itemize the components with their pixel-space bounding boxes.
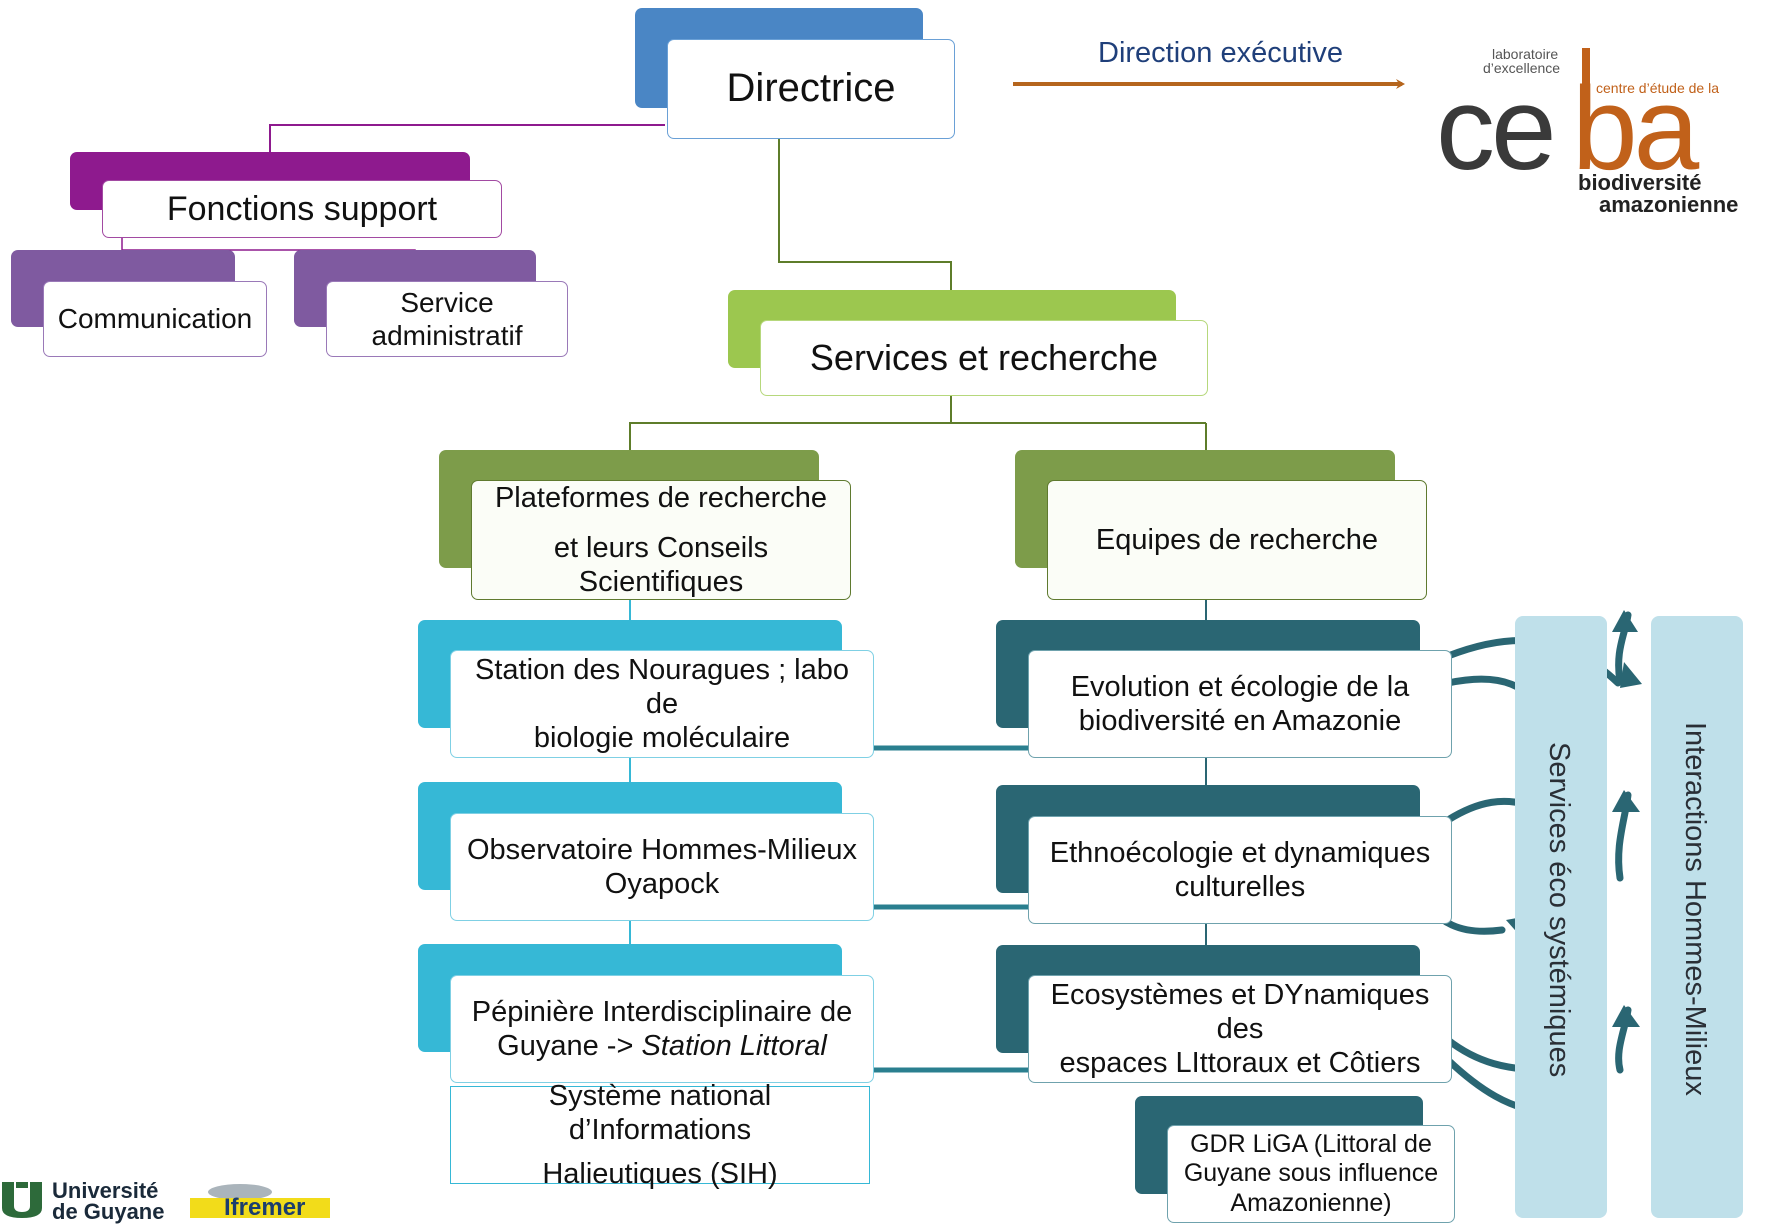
ifremer-bar — [190, 1198, 330, 1218]
human-environment-bar — [1651, 616, 1743, 1218]
ecosystem-services-label: Services éco systémiques — [1543, 742, 1575, 1078]
platform-item-line1: Observatoire Hommes-Milieux — [467, 833, 857, 866]
team-item-line2: culturelles — [1174, 871, 1306, 903]
ceba-subtitle: centre d’étude de la — [1596, 80, 1719, 96]
team-item-line1: Ethnoécologie et dynamiques — [1049, 836, 1431, 869]
platform-item-line2: biologie moléculaire — [533, 722, 791, 755]
platforms-label: Plateformes de recherche et leurs Consei… — [471, 480, 851, 600]
team-item-line1: Ecosystèmes et DYnamiques des — [1050, 978, 1430, 1045]
teams-label: Equipes de recherche — [1047, 480, 1427, 600]
sih-line1: Système national d’Informations — [548, 1079, 772, 1146]
ceba-line1: biodiversité — [1578, 170, 1702, 195]
communication-label: Communication — [43, 281, 267, 357]
gdr-line3: Amazonienne) — [1230, 1188, 1392, 1217]
ceba-tag-line2: d’excellence — [1483, 60, 1561, 76]
team-item-line1: Evolution et écologie de la — [1070, 670, 1410, 703]
platforms-title-line1: Plateformes de recherche — [494, 481, 828, 514]
universite-mark-icon — [2, 1182, 42, 1218]
gdr-line1: GDR LiGA (Littoral de — [1190, 1129, 1432, 1158]
team-item-line2: espaces LIttoraux et Côtiers — [1059, 1047, 1421, 1080]
gdr-line2: Guyane sous influence — [1183, 1159, 1439, 1188]
universite-line1: Université — [52, 1178, 159, 1203]
ifremer-logo: Ifremer — [190, 1182, 330, 1221]
ifremer-text: Ifremer — [224, 1194, 306, 1221]
human-environment-label: Interactions Hommes-Milieux — [1679, 722, 1711, 1096]
ceba-tag-line1: laboratoire — [1492, 46, 1559, 62]
services-label: Services et recherche — [760, 320, 1208, 396]
connector-director-support — [269, 124, 665, 152]
universite-line2: de Guyane — [52, 1199, 165, 1224]
platform-item-line1: Station des Nouragues ; labo de — [474, 653, 850, 720]
platform-item-line1: Pépinière Interdisciplinaire de — [471, 995, 853, 1028]
service-admin-label: Service administratif — [326, 281, 568, 357]
team-item-line2: biodiversité en Amazonie — [1078, 705, 1402, 737]
support-label: Fonctions support — [102, 180, 502, 238]
ceba-letters-orange: ba — [1572, 63, 1699, 195]
platform-item-line2: Oyapock — [604, 868, 720, 900]
ecosystem-services-bar — [1515, 616, 1607, 1218]
connector-director-services — [778, 138, 952, 290]
sih-line2: Halieutiques (SIH) — [542, 1158, 778, 1191]
director-label: Directrice — [667, 39, 955, 139]
sih-node: Système national d’Informations Halieuti… — [450, 1080, 870, 1190]
connector-services-branches — [629, 395, 952, 450]
ceba-line2: amazonienne — [1599, 192, 1739, 217]
ceba-letters-grey: ce — [1436, 63, 1557, 195]
executive-link-label: Direction exécutive — [1098, 37, 1343, 69]
platform-item-line2-plain: Guyane -> — [497, 1030, 642, 1062]
universite-logo: Université de Guyane — [0, 1178, 180, 1224]
ceba-orange-bar — [1582, 48, 1590, 118]
platforms-title-line2: et leurs Conseils Scientifiques — [553, 531, 769, 599]
platform-item-line2: Guyane -> Station Littoral — [497, 1029, 827, 1063]
platform-item-line2-italic: Station Littoral — [641, 1030, 827, 1062]
ifremer-dolphin-icon — [208, 1184, 272, 1200]
ceba-logo: laboratoire d’excellence centre d’étude … — [1436, 40, 1771, 230]
